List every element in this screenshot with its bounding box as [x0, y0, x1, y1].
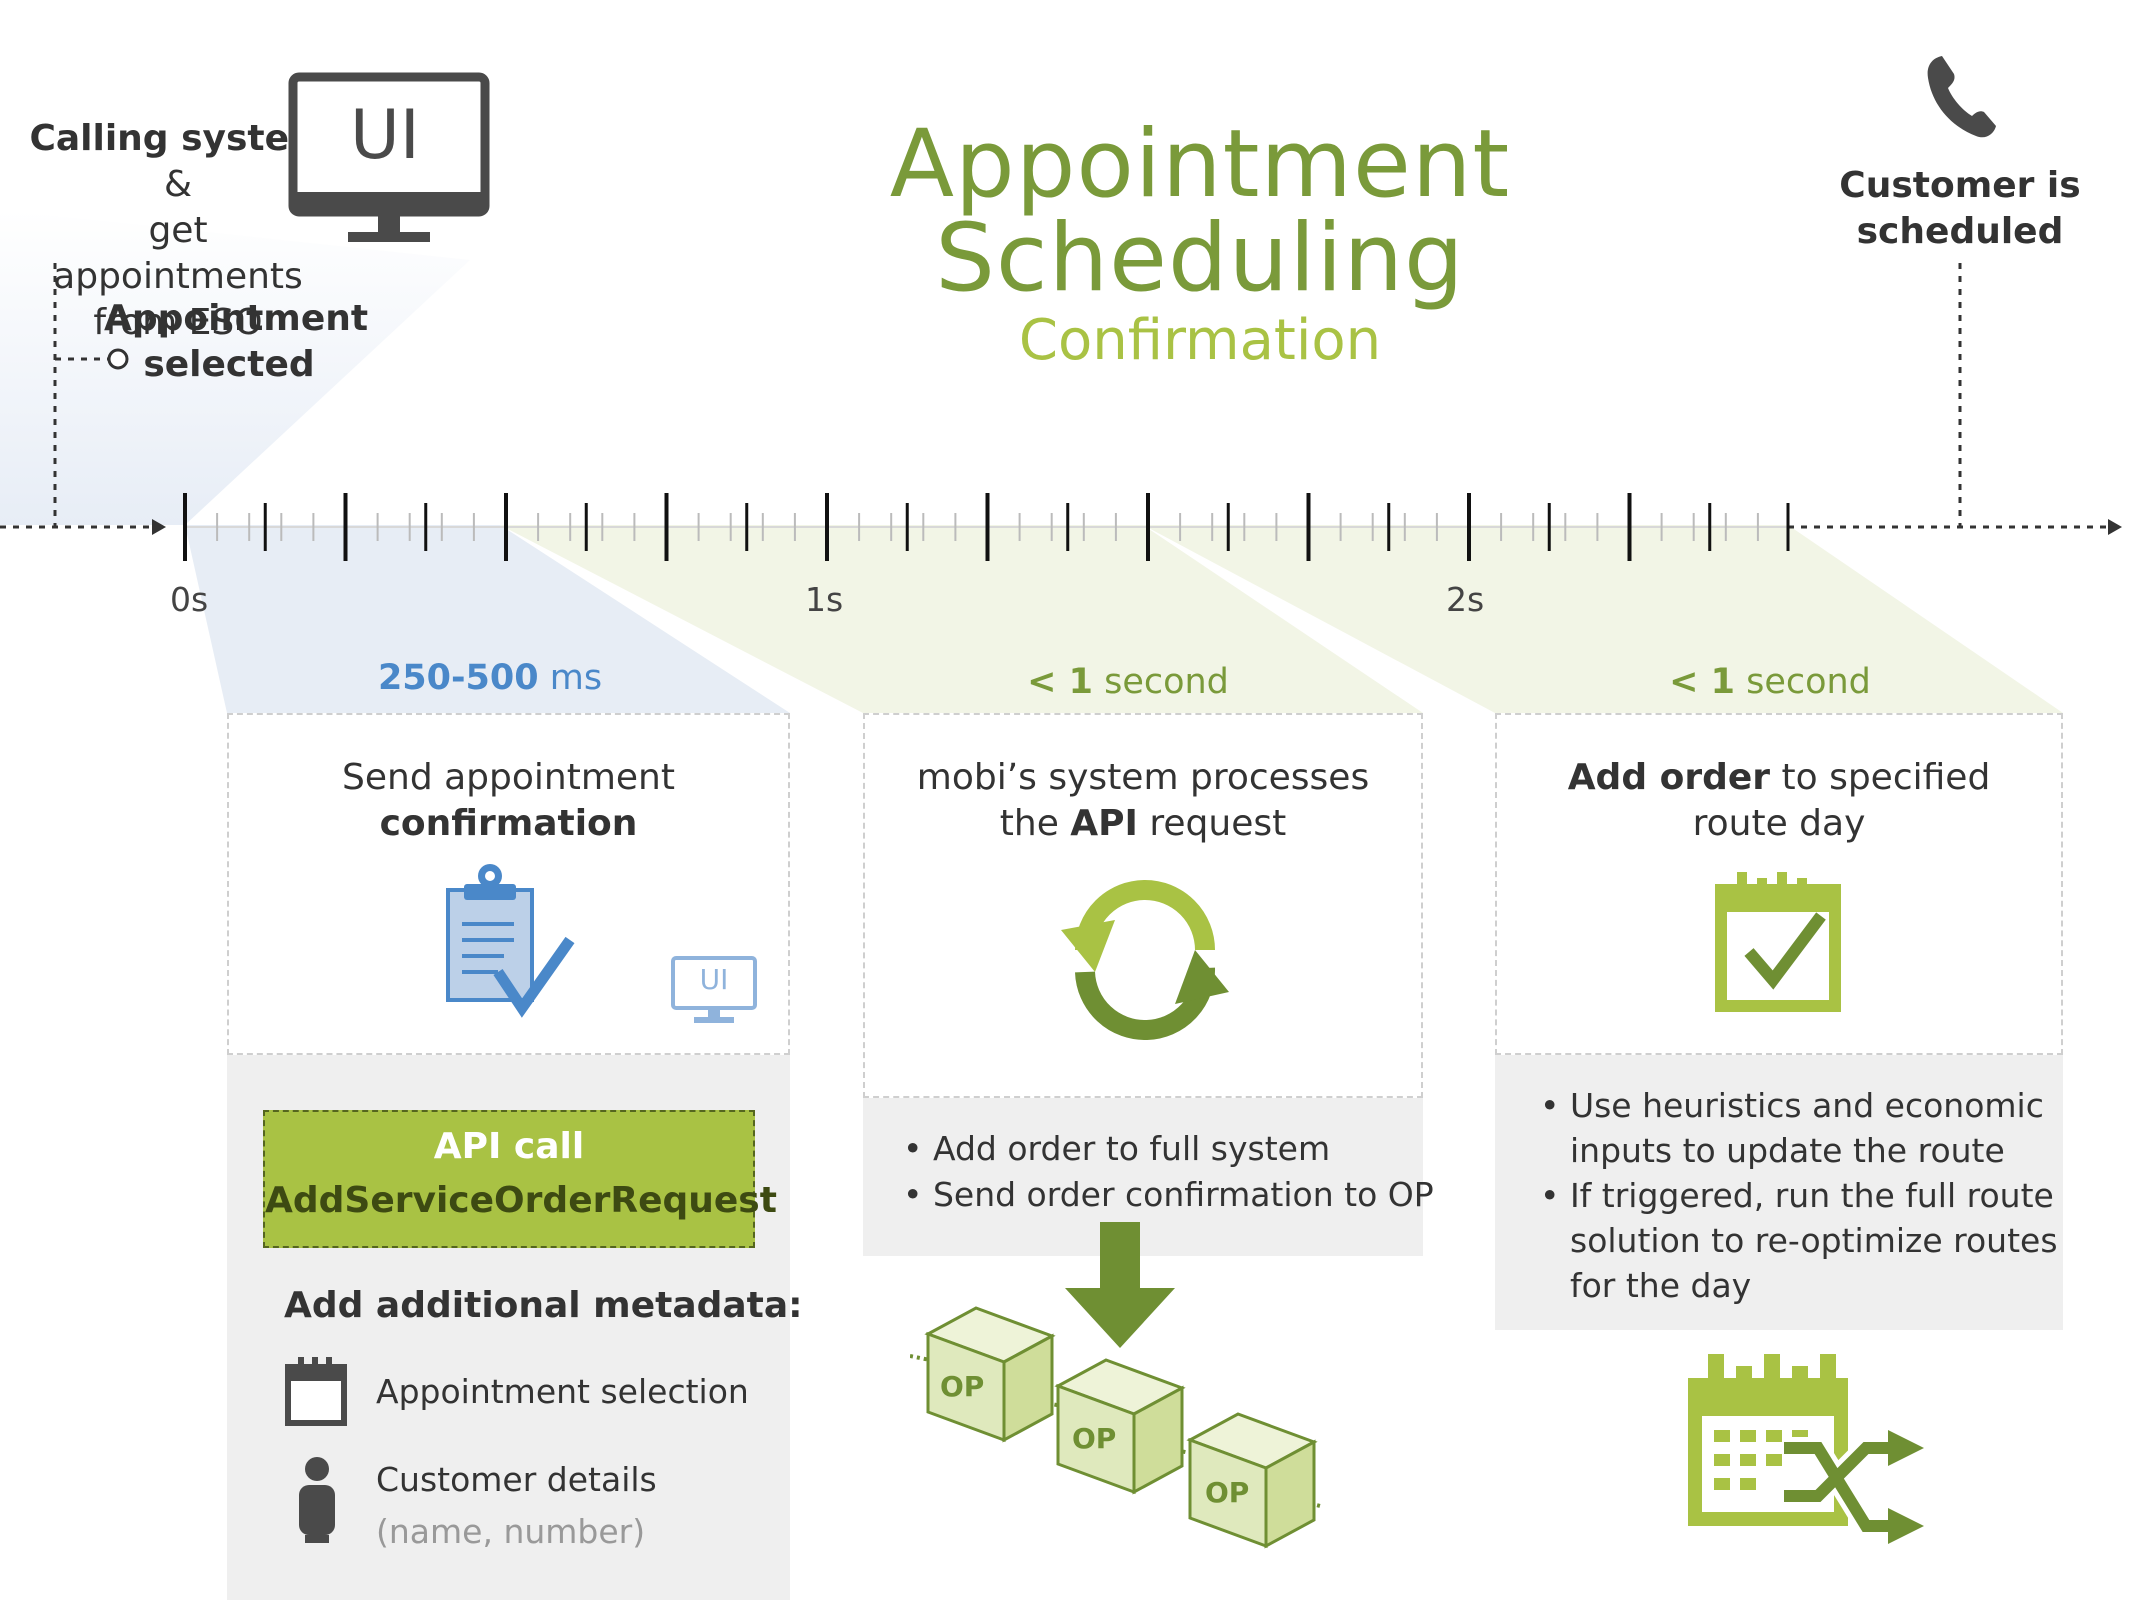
down-arrow-icon: [1065, 1222, 1175, 1348]
metadata-heading: Add additional metadata:: [284, 1285, 803, 1326]
calendar-shuffle-icon: [1688, 1354, 1924, 1544]
stage2-panel: [863, 1098, 1423, 1256]
op-label-2: OP: [1072, 1422, 1117, 1455]
person-icon: [299, 1457, 335, 1543]
eso-zone: [0, 210, 470, 525]
customer-scheduled-label: Customer is scheduled: [1839, 165, 2081, 252]
stage3-panel: [1495, 1055, 2063, 1330]
api-call-box: API call AddServiceOrderRequest: [263, 1110, 777, 1248]
op-label-1: OP: [940, 1370, 985, 1403]
page-subtitle: Confirmation: [1018, 308, 1382, 373]
stage3-bullet-2: • If triggered, run the full route: [1540, 1176, 2054, 1215]
metadata-customer-details-sub: (name, number): [376, 1512, 646, 1551]
op-cube-2: [1054, 1358, 1186, 1495]
stage1-wedge: [185, 525, 790, 713]
metadata-customer-details: Customer details: [376, 1460, 657, 1499]
lead-out-arrowhead: [2108, 519, 2122, 535]
timeline-ticks: [183, 493, 1790, 561]
op-cube-1: [924, 1306, 1056, 1443]
stage3-title: Add order to specified route day: [1567, 757, 1991, 844]
op-cubes: [910, 1306, 1321, 1549]
refresh-cycle-icon: [1061, 880, 1229, 1040]
stage3-bullet-2b: solution to re-optimize routes: [1570, 1221, 2058, 1260]
api-call-name: AddServiceOrderRequest: [265, 1180, 777, 1221]
stage2-bullet-1: • Add order to full system: [903, 1129, 1331, 1168]
api-call-label: API call: [433, 1126, 585, 1167]
stage2-wedge: [500, 525, 1423, 713]
calendar-icon: [285, 1357, 347, 1426]
tick-label-2s: 2s: [1446, 580, 1485, 619]
stage2-duration: < 1 second: [1027, 662, 1229, 702]
calling-system-label: Calling system & get appointments from E…: [29, 118, 327, 343]
metadata-appointment-selection: Appointment selection: [376, 1372, 749, 1411]
lead-in-arrowhead: [152, 519, 166, 535]
op-cube-3: [1186, 1412, 1318, 1549]
small-monitor-icon: [671, 956, 757, 1023]
page-title: Appointment: [889, 110, 1511, 219]
stage1-duration: 250-500 ms: [377, 658, 603, 698]
monitor-text: UI: [350, 96, 420, 175]
appointment-selected-label: Appointment selected: [104, 298, 369, 385]
phone-icon: [1927, 56, 1996, 138]
monitor-icon: [288, 72, 490, 242]
stage3-duration: < 1 second: [1669, 662, 1871, 702]
tick-label-1s: 1s: [805, 580, 844, 619]
stage1-title: Send appointment confirmation: [342, 757, 675, 844]
op-label-3: OP: [1205, 1476, 1250, 1509]
page-title-line2: Scheduling: [935, 204, 1465, 313]
small-monitor-text: UI: [699, 963, 729, 996]
stage2-bullet-2: • Send order confirmation to OP: [903, 1175, 1434, 1214]
clipboard-check-icon: [446, 864, 575, 1018]
stage3-bullet-2c: for the day: [1570, 1266, 1752, 1305]
selected-marker: [107, 348, 129, 370]
stage3-bullet-1: • Use heuristics and economic: [1540, 1086, 2044, 1125]
stage2-title: mobi’s system processes the API request: [916, 757, 1370, 844]
stage3-wedge: [1143, 525, 2063, 713]
calendar-check-icon: [1715, 872, 1841, 1012]
tick-label-0s: 0s: [170, 580, 209, 619]
stage3-bullet-1b: inputs to update the route: [1570, 1131, 2005, 1170]
